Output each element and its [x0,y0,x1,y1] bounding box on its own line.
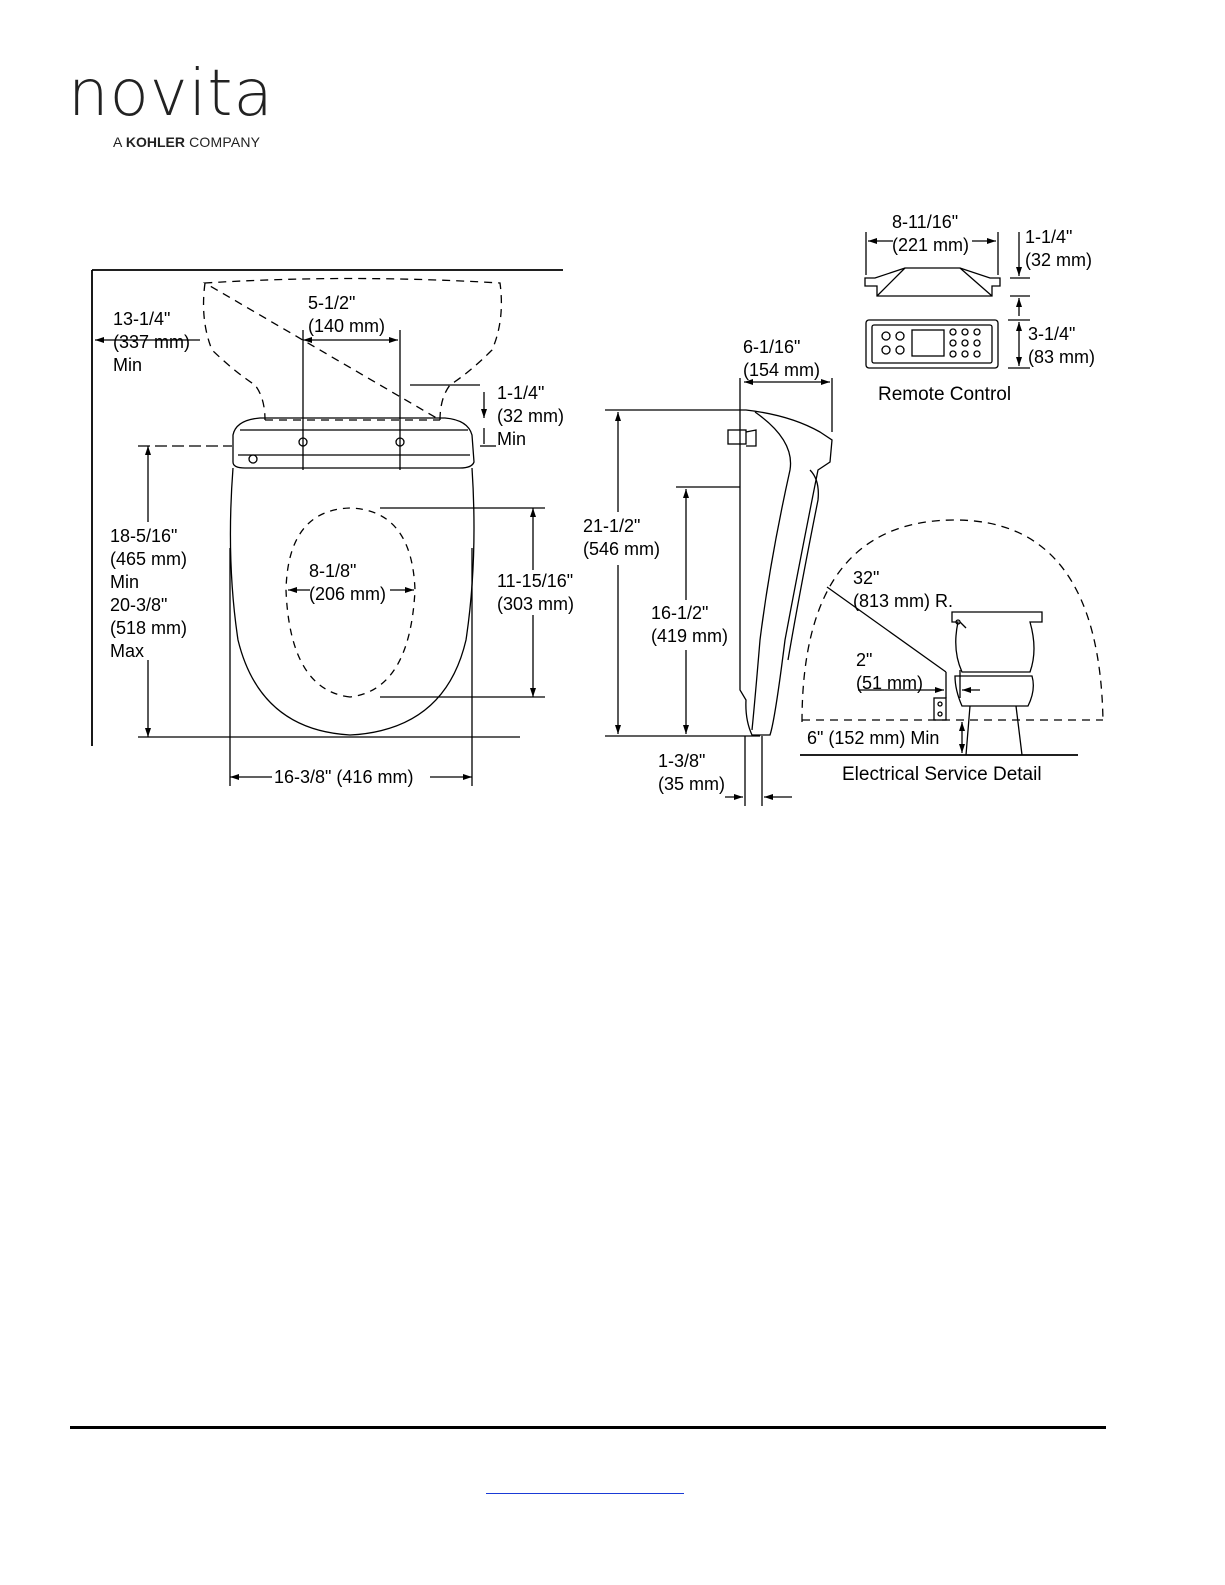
outlet [933,697,947,721]
seat-opening [285,507,416,698]
footer-link[interactable] [486,1492,684,1494]
side-depth-label: 6-1/16"(154 mm) [743,337,821,380]
footer-rule [70,1426,1106,1429]
hole-spacing-label: 5-1/2"(140 mm) [308,293,386,336]
remote-side [864,267,1001,297]
brand-logo: novita [68,57,274,131]
opening-width-label: 8-1/8"(206 mm) [309,561,387,604]
thickness-label: 1-3/8"(35 mm) [658,751,725,794]
tagline-suffix: COMPANY [189,134,261,150]
remote-height-label: 3-1/4"(83 mm) [1028,324,1095,367]
brand-tagline: A KOHLER COMPANY [113,134,260,150]
depth-min-label: 13-1/4"(337 mm)Min [113,309,191,375]
clearance-min-label: 1-1/4"(32 mm)Min [497,383,564,449]
side-profile [739,409,833,736]
lower-height-label: 16-1/2"(419 mm) [651,603,729,646]
overall-height-label: 21-1/2"(546 mm) [583,516,661,559]
outlet-offset-label: 2"(51 mm) [856,650,923,693]
service-radius-label: 32"(813 mm) R. [853,568,954,611]
tagline-prefix: A [113,134,122,150]
hinge-unit [232,417,475,469]
toilet-tank [951,611,1043,673]
overall-width-label: 16-3/8" (416 mm) [274,767,414,787]
tagline-kohler: KOHLER [125,134,185,150]
outlet-height-label: 6" (152 mm) Min [807,728,940,748]
electrical-service-caption: Electrical Service Detail [842,764,1042,785]
remote-thickness-label: 1-1/4"(32 mm) [1025,227,1092,270]
wall-line [91,269,563,746]
remote-front [865,319,999,369]
remote-control-caption: Remote Control [878,384,1012,405]
toilet-base [965,705,1023,756]
service-arc [801,519,1104,723]
opening-length-label: 11-15/16"(303 mm) [497,571,575,614]
remote-width-label: 8-11/16"(221 mm) [892,212,970,255]
tank-outline [202,277,502,422]
